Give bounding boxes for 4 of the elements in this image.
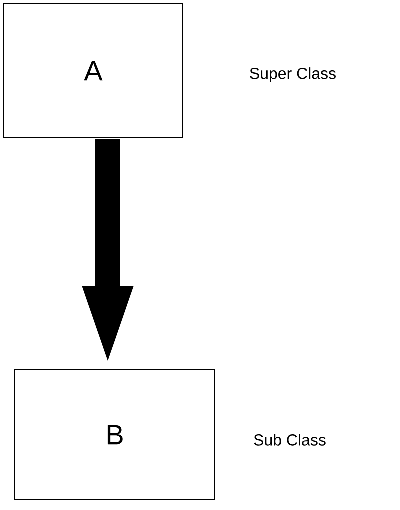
side-label: Sub Class (254, 434, 326, 446)
side-label: Super Class (250, 68, 336, 82)
class-box: B (14, 370, 216, 500)
class-box: A (4, 4, 184, 138)
